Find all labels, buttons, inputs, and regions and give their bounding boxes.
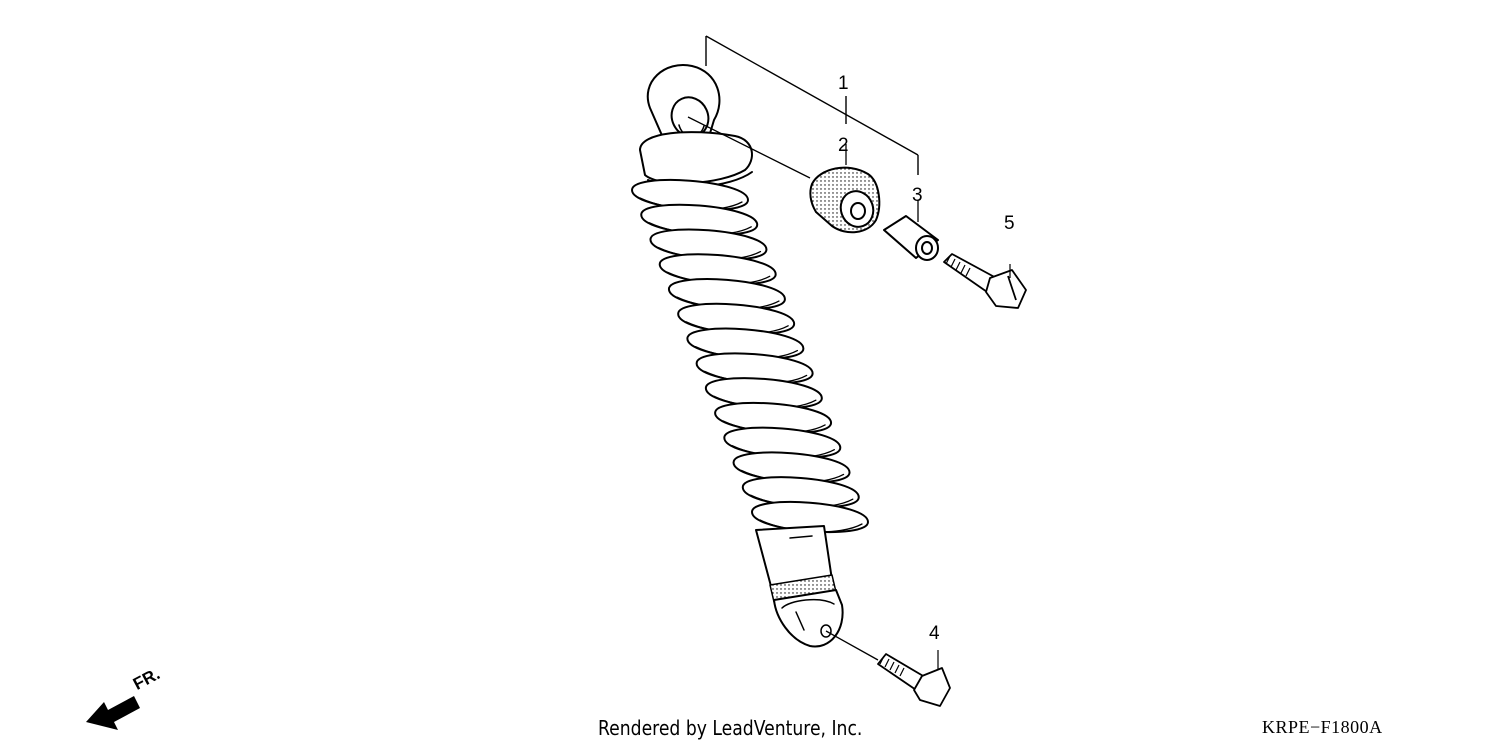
shock-absorber[interactable] <box>631 64 869 648</box>
callout-1-bracket <box>705 35 919 175</box>
render-credit: Rendered by LeadVenture, Inc. <box>598 716 863 740</box>
callout-4[interactable]: 4 <box>929 623 940 644</box>
leader-lines <box>687 116 879 661</box>
callout-3[interactable]: 3 <box>912 185 923 206</box>
coil-spring <box>631 178 869 534</box>
shock-lower-body <box>755 525 844 648</box>
callout-1[interactable]: 1 <box>838 73 849 94</box>
callout-2[interactable]: 2 <box>838 135 849 156</box>
front-arrow-icon <box>86 696 140 730</box>
bush-part-2[interactable] <box>809 166 881 234</box>
bolt-part-4[interactable] <box>877 650 951 707</box>
diagram-code: KRPE−F1800A <box>1262 717 1383 737</box>
collar-part-3[interactable] <box>883 215 939 261</box>
callout-5[interactable]: 5 <box>1004 213 1015 234</box>
bolt-part-5[interactable] <box>943 253 1027 309</box>
